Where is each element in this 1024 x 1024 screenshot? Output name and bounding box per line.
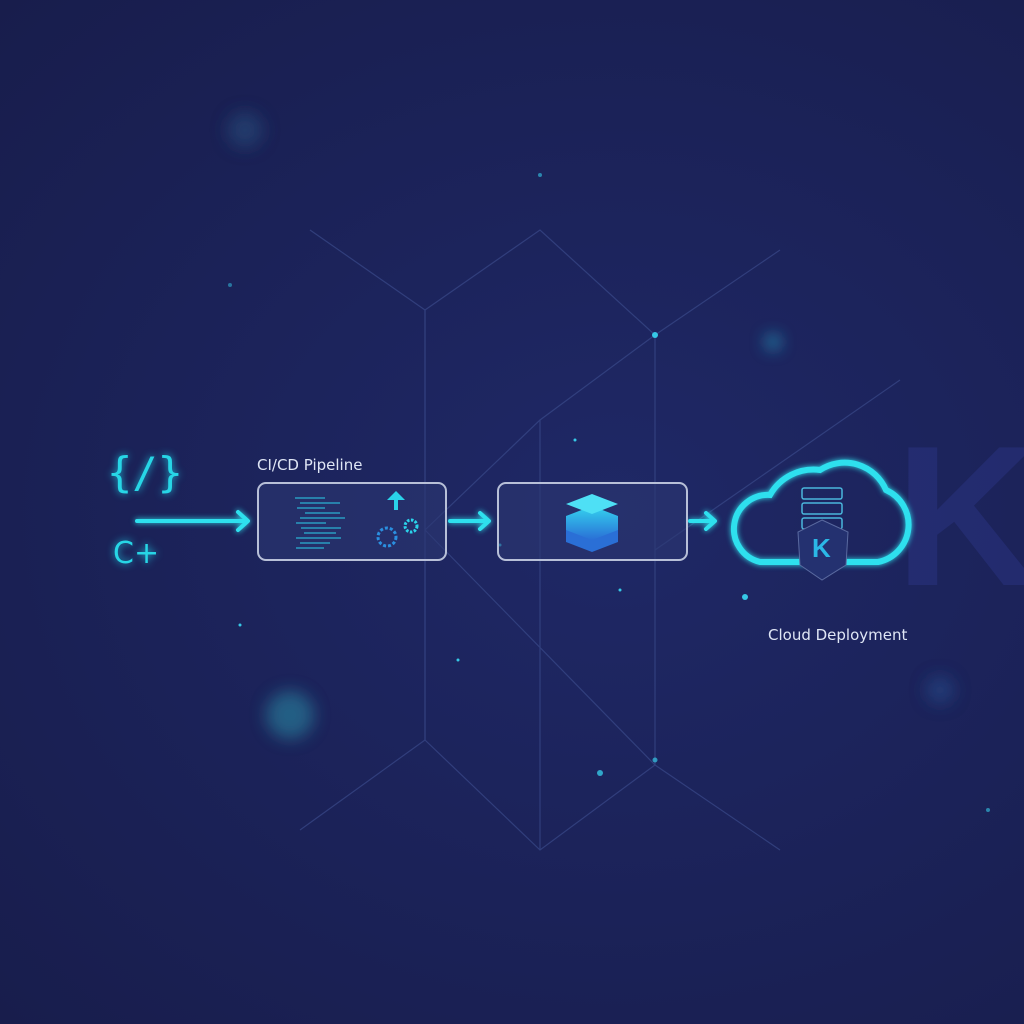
pipeline-box <box>257 482 447 561</box>
pipeline-label: CI/CD Pipeline <box>257 456 363 474</box>
code-lines-icon <box>295 497 345 549</box>
arrow-to-pipeline <box>135 510 250 532</box>
cloud-label: Cloud Deployment <box>768 626 908 644</box>
artifact-box <box>497 482 688 561</box>
background-network <box>299 229 901 851</box>
arrow-to-cloud <box>688 511 717 531</box>
layers-icon <box>566 494 618 552</box>
gear-icon <box>376 526 398 548</box>
flow-arrows <box>135 510 717 532</box>
cloud-icon <box>730 459 912 581</box>
bokeh-particles <box>227 112 954 739</box>
arrow-to-artifact <box>448 511 491 531</box>
code-symbol-icon: {/} <box>107 448 183 497</box>
upload-arrow-icon <box>387 491 405 510</box>
server-icon <box>801 487 843 530</box>
shield-icon <box>797 519 849 581</box>
language-label: C+ <box>113 536 160 571</box>
watermark-k: K <box>895 405 1024 628</box>
k-badge: K <box>812 533 831 563</box>
gear-small-icon <box>403 518 419 534</box>
